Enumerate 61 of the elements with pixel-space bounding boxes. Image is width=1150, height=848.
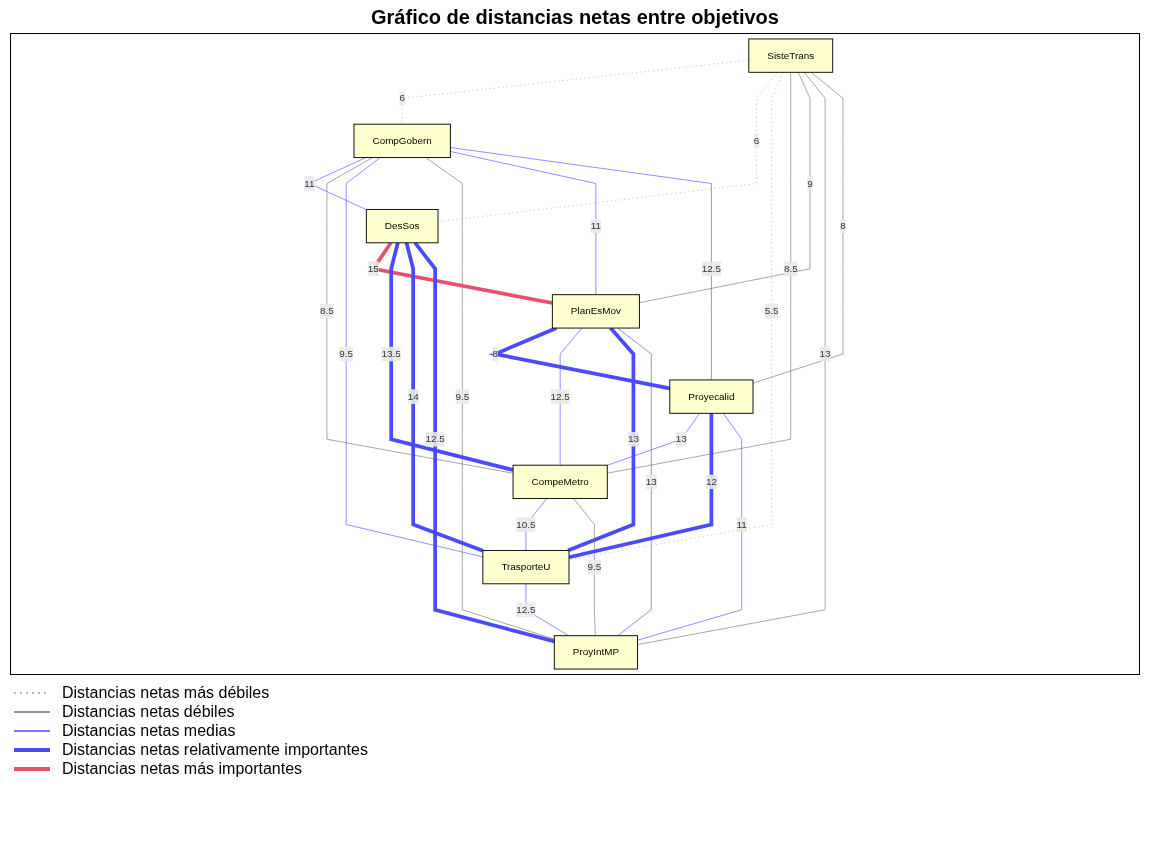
edge-label: 11 bbox=[304, 177, 315, 189]
connector bbox=[637, 413, 742, 641]
edge-label: 6 bbox=[753, 135, 760, 146]
edge-label: 5.5 bbox=[764, 305, 779, 317]
edge-label: 13 bbox=[675, 433, 687, 445]
connector bbox=[573, 498, 596, 636]
node-box: Proyecalid bbox=[669, 379, 754, 414]
edge-label: 9.5 bbox=[339, 348, 354, 359]
connector bbox=[637, 72, 826, 645]
legend-text: Distancias netas más débiles bbox=[62, 683, 270, 702]
edge-label: 8.5 bbox=[320, 305, 334, 317]
edge-label: 13 bbox=[627, 433, 639, 445]
edge-label: 9.5 bbox=[455, 391, 470, 402]
connector bbox=[568, 413, 714, 560]
edge-label: 12.5 bbox=[701, 263, 722, 274]
edge-label: 8 bbox=[840, 220, 846, 232]
edge-label: 8.5 bbox=[783, 263, 798, 274]
legend-text: Distancias netas débiles bbox=[62, 702, 235, 721]
connector bbox=[525, 498, 548, 551]
node-box: CompeMetro bbox=[512, 464, 608, 500]
edge-label: 15 bbox=[367, 263, 379, 274]
connector bbox=[606, 72, 792, 474]
connector bbox=[752, 72, 844, 384]
edge-label: 12.5 bbox=[516, 604, 536, 615]
node-box: DesSos bbox=[365, 208, 439, 244]
edge-label: 14 bbox=[407, 391, 419, 402]
edge-label: 11 bbox=[590, 220, 601, 232]
connector bbox=[425, 157, 555, 640]
connector bbox=[559, 327, 583, 466]
edge-label: 9 bbox=[807, 177, 813, 189]
connector bbox=[450, 151, 597, 295]
legend-text: Distancias netas medias bbox=[62, 721, 236, 740]
edge-label: 12 bbox=[705, 476, 717, 487]
edge-label: 8 bbox=[492, 348, 498, 359]
legend-text: Distancias netas más importantes bbox=[62, 759, 303, 778]
node-box: TrasporteU bbox=[482, 550, 570, 585]
node-box: CompGobern bbox=[353, 123, 451, 158]
edge-label: 12.5 bbox=[550, 391, 570, 402]
edge-label: 13 bbox=[645, 476, 657, 487]
connector bbox=[488, 326, 671, 391]
node-box: PlanEsMov bbox=[551, 294, 640, 329]
connector bbox=[606, 413, 700, 466]
connector bbox=[404, 242, 484, 553]
connector bbox=[450, 147, 712, 381]
edge-label: 10.5 bbox=[516, 518, 536, 530]
connector bbox=[617, 327, 652, 636]
edge-label: 9.5 bbox=[587, 561, 602, 573]
connector bbox=[413, 241, 555, 644]
edge-label: 13 bbox=[819, 348, 831, 359]
edge-label: 11 bbox=[736, 518, 747, 530]
connector bbox=[326, 157, 514, 474]
edge-label: 13.5 bbox=[381, 348, 401, 359]
edge-label: 12.5 bbox=[425, 433, 445, 445]
node-box: SisteTrans bbox=[748, 38, 834, 73]
connector bbox=[345, 157, 484, 558]
chart-title: Gráfico de distancias netas entre objetivos bbox=[370, 6, 780, 29]
connector bbox=[389, 242, 514, 472]
node-box: ProyIntMP bbox=[553, 635, 638, 670]
legend-text: Distancias netas relativamente importantes bbox=[62, 740, 368, 759]
connector bbox=[639, 72, 811, 303]
edge-label: 6 bbox=[399, 92, 405, 104]
